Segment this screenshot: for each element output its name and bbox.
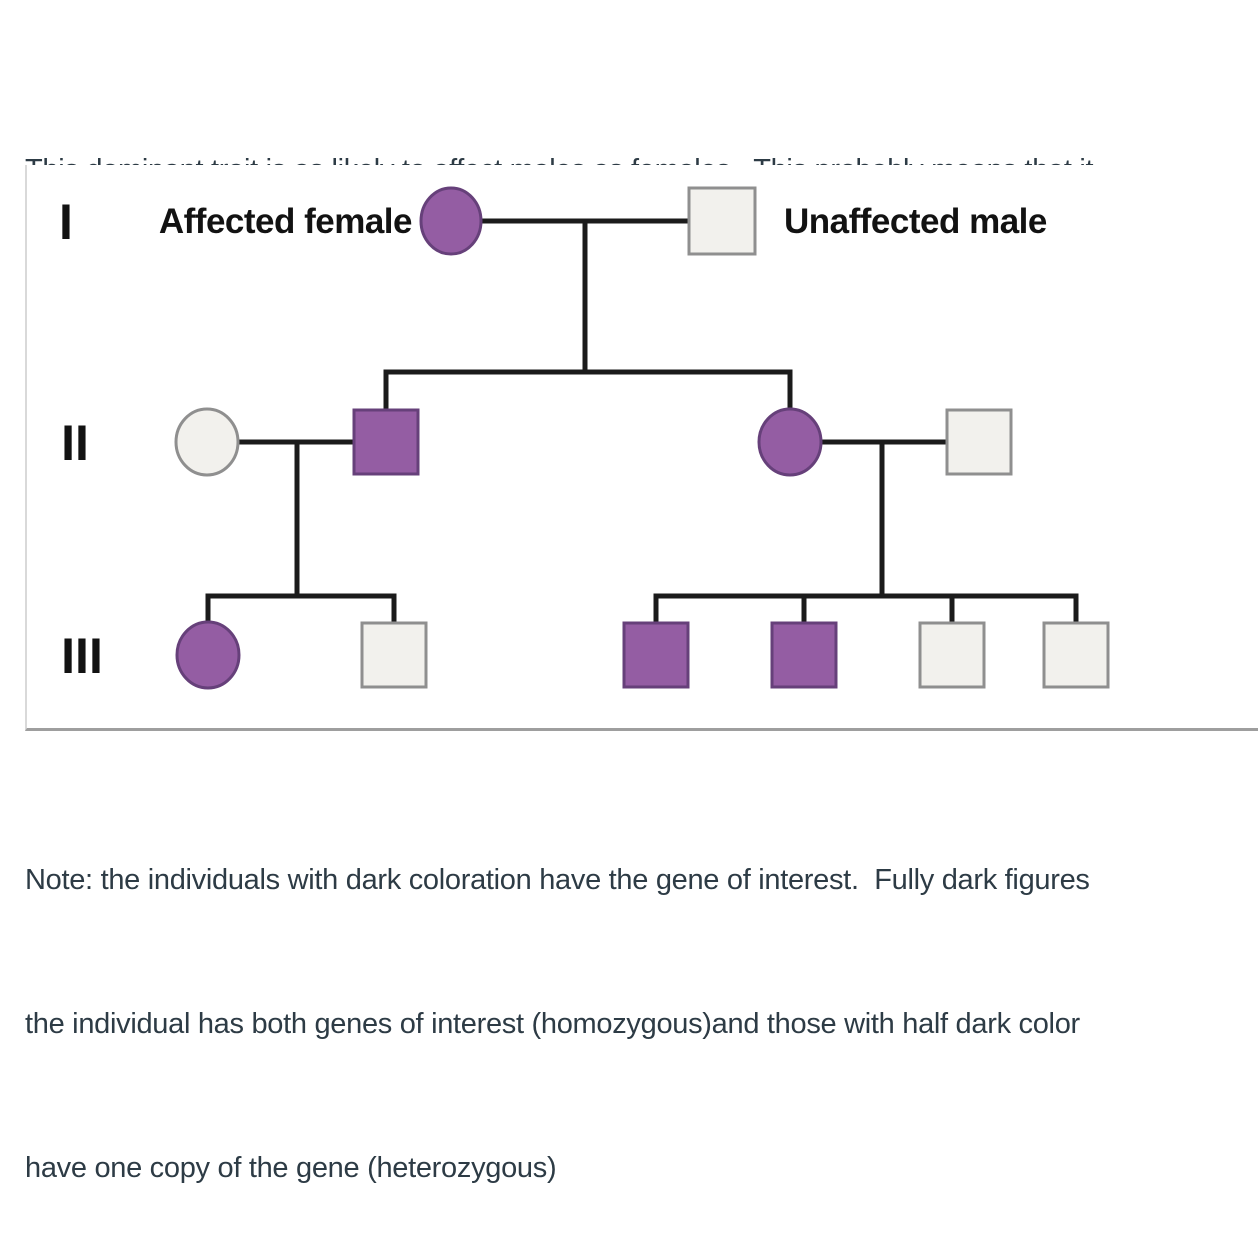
individual-II-1-unaffected-female	[174, 407, 240, 477]
note-line-3: have one copy of the gene (heterozygous)	[25, 1152, 557, 1184]
individual-III-6-unaffected-male	[1042, 621, 1110, 689]
note-line-1: Note: the individuals with dark colorati…	[25, 864, 1090, 896]
gen3-right-sibship-line	[653, 593, 1079, 623]
individual-II-3-affected-female	[757, 407, 823, 477]
affected-female-label: Affected female	[159, 202, 412, 241]
individual-III-2-unaffected-male	[360, 621, 428, 689]
pedigree-diagram: I Affected female Unaffected male II III	[59, 186, 1110, 690]
individual-II-4-unaffected-male	[945, 408, 1013, 476]
individual-III-3-affected-male	[622, 621, 690, 689]
gen2-sibship-line	[383, 369, 793, 410]
note-line-2: the individual has both genes of interes…	[25, 1008, 1080, 1040]
individual-III-4-affected-male	[770, 621, 838, 689]
gen3-left-sibship-line	[205, 593, 397, 623]
individual-I-1-affected-female	[419, 186, 483, 256]
individual-III-1-affected-female	[175, 620, 241, 690]
generation-label-2: II	[61, 415, 89, 471]
generation-label-1: I	[59, 194, 73, 250]
note-text: Note: the individuals with dark colorati…	[25, 760, 1235, 1240]
generation-label-3: III	[61, 628, 103, 684]
individual-I-2-unaffected-male	[687, 186, 757, 256]
individual-III-5-unaffected-male	[918, 621, 986, 689]
unaffected-male-label: Unaffected male	[784, 202, 1047, 241]
individual-II-2-affected-male	[352, 408, 420, 476]
pedigree-panel: I Affected female Unaffected male II III	[25, 165, 1258, 731]
